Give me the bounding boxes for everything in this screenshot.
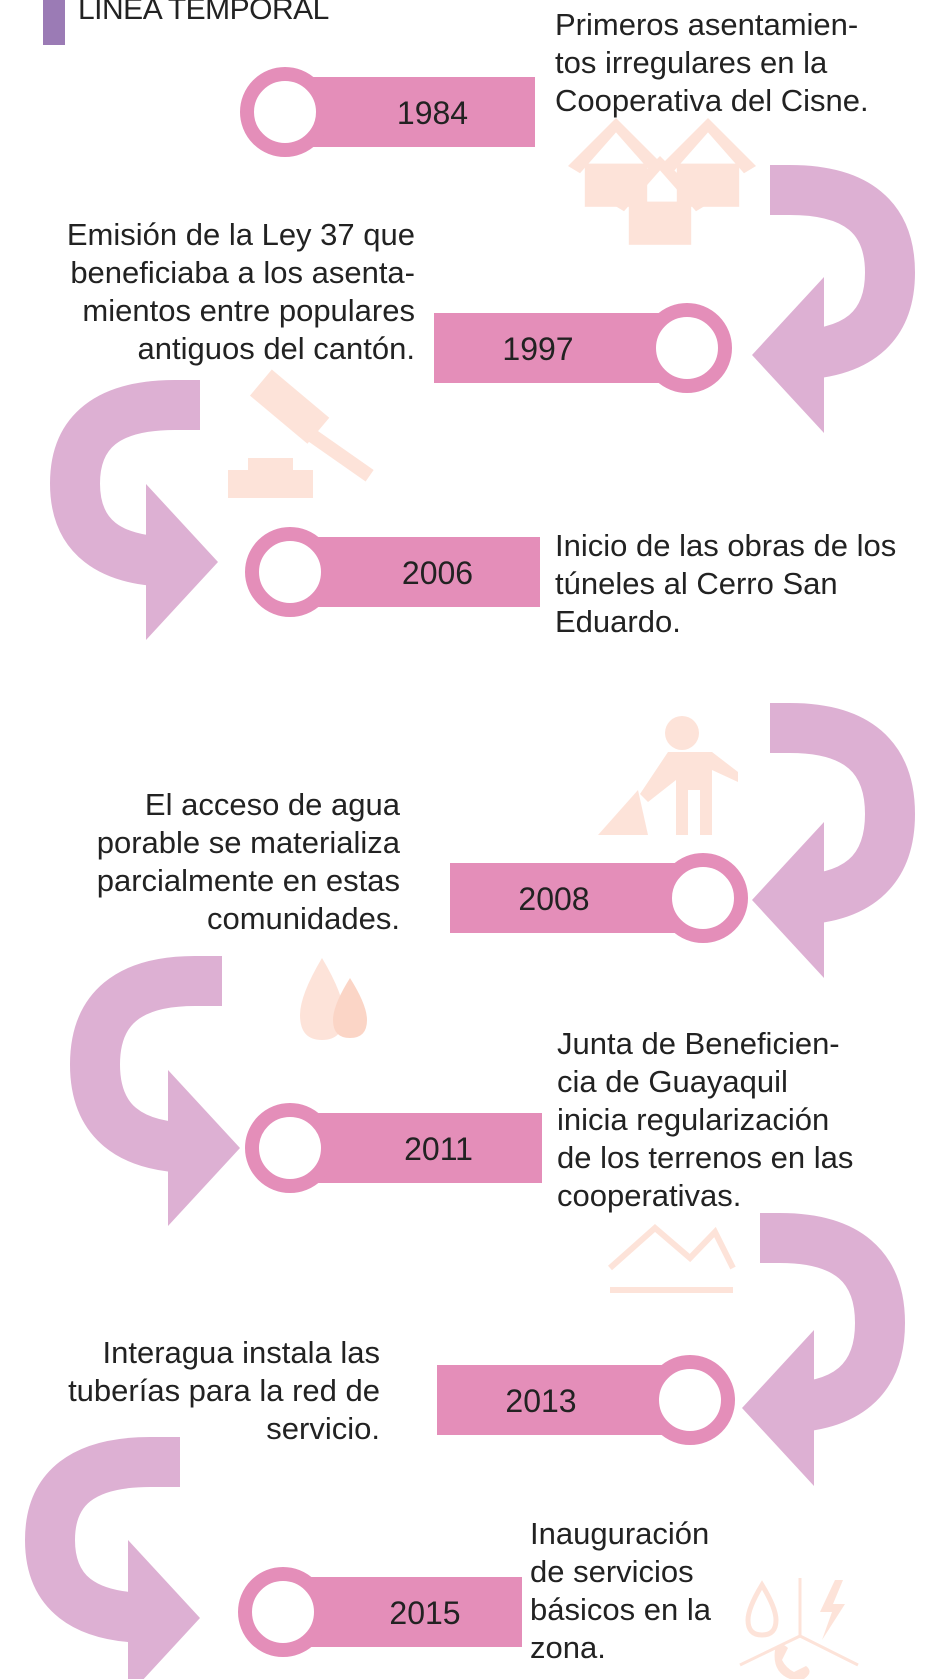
description-line: Primeros asentamien- <box>555 7 859 42</box>
description-line: Eduardo. <box>555 604 681 639</box>
page-title: LÍNEA TEMPORAL <box>78 0 329 26</box>
description-line: Junta de Beneficien- <box>557 1026 840 1061</box>
description-line: mientos entre populares <box>82 293 415 328</box>
year-label: 2015 <box>389 1595 460 1631</box>
utilities-icon <box>739 1578 859 1679</box>
description-line: antiguos del cantón. <box>137 331 416 366</box>
timeline-circle <box>645 1355 735 1445</box>
description-line: porable se materializa <box>96 825 400 860</box>
timeline-node-2013: 2013 <box>437 1355 735 1445</box>
description-line: inicia regularización <box>557 1102 830 1137</box>
timeline-circle <box>245 1103 335 1193</box>
description-line: Inicio de las obras de los <box>555 528 897 563</box>
curved-arrow-icon <box>69 956 240 1226</box>
timeline-circle <box>240 67 330 157</box>
description-line: servicio. <box>266 1411 380 1446</box>
description-line: de los terrenos en las <box>557 1140 854 1175</box>
description-line: tuberías para la red de <box>68 1373 380 1408</box>
timeline-node-1997: 1997 <box>434 303 732 393</box>
description-line: El acceso de agua <box>144 787 400 822</box>
timeline-circle <box>238 1567 328 1657</box>
timeline-circle <box>245 527 335 617</box>
description-line: básicos en la <box>530 1592 711 1627</box>
title-accent-bar <box>43 0 65 45</box>
year-label: 1997 <box>502 331 573 367</box>
description-line: túneles al Cerro San <box>555 566 838 601</box>
gavel-icon <box>228 369 374 498</box>
timeline-node-2008: 2008 <box>450 853 748 943</box>
year-label: 2013 <box>505 1383 576 1419</box>
description-line: beneficiaba a los asenta- <box>70 255 415 290</box>
timeline-circle <box>642 303 732 393</box>
description-line: tos irregulares en la <box>555 45 828 80</box>
curved-arrow-icon <box>742 1213 906 1486</box>
timeline-node-1984: 1984 <box>240 67 535 157</box>
timeline-circle <box>658 853 748 943</box>
year-label: 2006 <box>402 555 473 591</box>
description-line: cia de Guayaquil <box>557 1064 788 1099</box>
year-label: 1984 <box>397 95 468 131</box>
description-line: Inauguración <box>530 1516 710 1551</box>
description-line: zona. <box>530 1630 606 1665</box>
worker-shovel-icon <box>598 716 738 835</box>
timeline-node-2015: 2015 <box>238 1567 522 1657</box>
event-description-1984: Primeros asentamien-tos irregulares en l… <box>555 6 935 120</box>
description-line: Interagua instala las <box>102 1335 380 1370</box>
description-line: de servicios <box>530 1554 694 1589</box>
timeline-node-2011: 2011 <box>245 1103 542 1193</box>
curved-arrow-icon <box>752 703 916 978</box>
year-label: 2008 <box>518 881 589 917</box>
timeline-node-2006: 2006 <box>245 527 540 617</box>
curved-arrow-icon <box>49 380 218 640</box>
curved-arrow-icon <box>752 165 916 433</box>
water-drops-icon <box>300 958 367 1040</box>
description-line: cooperativas. <box>557 1178 742 1213</box>
description-line: parcialmente en estas <box>96 863 400 898</box>
curved-arrow-icon <box>24 1437 200 1679</box>
houses-icon <box>568 118 756 245</box>
year-label: 2011 <box>404 1131 473 1167</box>
description-line: Emisión de la Ley 37 que <box>66 217 415 252</box>
mountains-icon <box>608 1224 736 1293</box>
description-line: comunidades. <box>206 901 400 936</box>
description-line: Cooperativa del Cisne. <box>555 83 869 118</box>
